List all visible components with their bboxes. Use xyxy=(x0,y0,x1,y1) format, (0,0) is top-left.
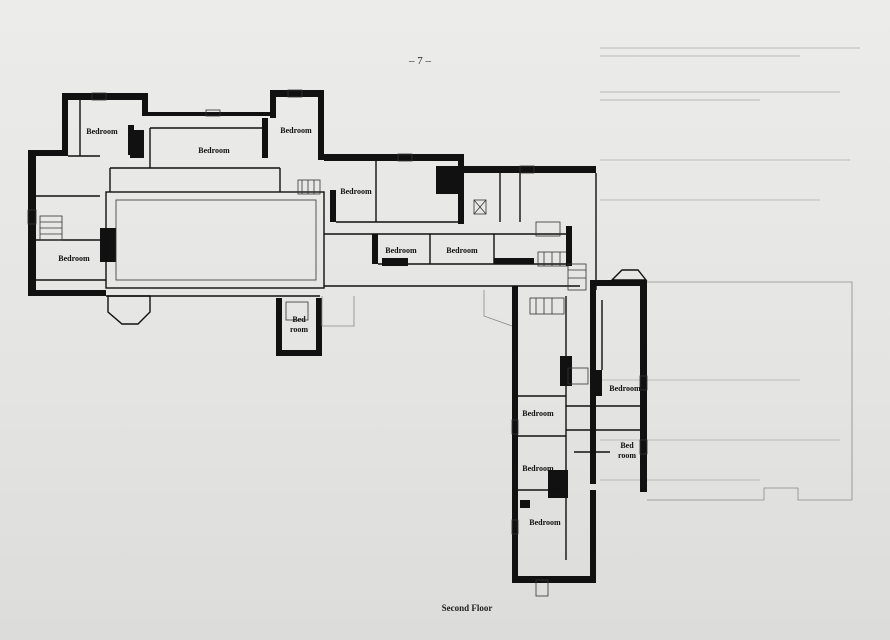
room-label: Bedroom xyxy=(86,127,118,136)
room-label: Bedroom xyxy=(522,464,554,473)
ground-outline xyxy=(321,281,853,501)
room-label: Bedroom xyxy=(340,187,372,196)
west-wing xyxy=(27,89,325,356)
east-wing xyxy=(511,269,648,597)
room-label: Bedroom xyxy=(446,246,478,255)
room-labels: Bedroom Bedroom Bedroom Bedroom Bedroom … xyxy=(58,126,641,527)
bleed-through-lines xyxy=(600,47,860,481)
room-label: Bedroom xyxy=(522,409,554,418)
room-label: Bedroom xyxy=(609,384,641,393)
page-number: – 7 – xyxy=(408,55,432,67)
room-label: Bedroom xyxy=(529,518,561,527)
floor-caption: Second Floor xyxy=(442,603,493,613)
room-label: Bedroom xyxy=(198,146,230,155)
central-block xyxy=(324,153,597,291)
room-label: Bedroom xyxy=(58,254,90,263)
room-label: Bedroom xyxy=(385,246,417,255)
room-label: Bedroom xyxy=(280,126,312,135)
